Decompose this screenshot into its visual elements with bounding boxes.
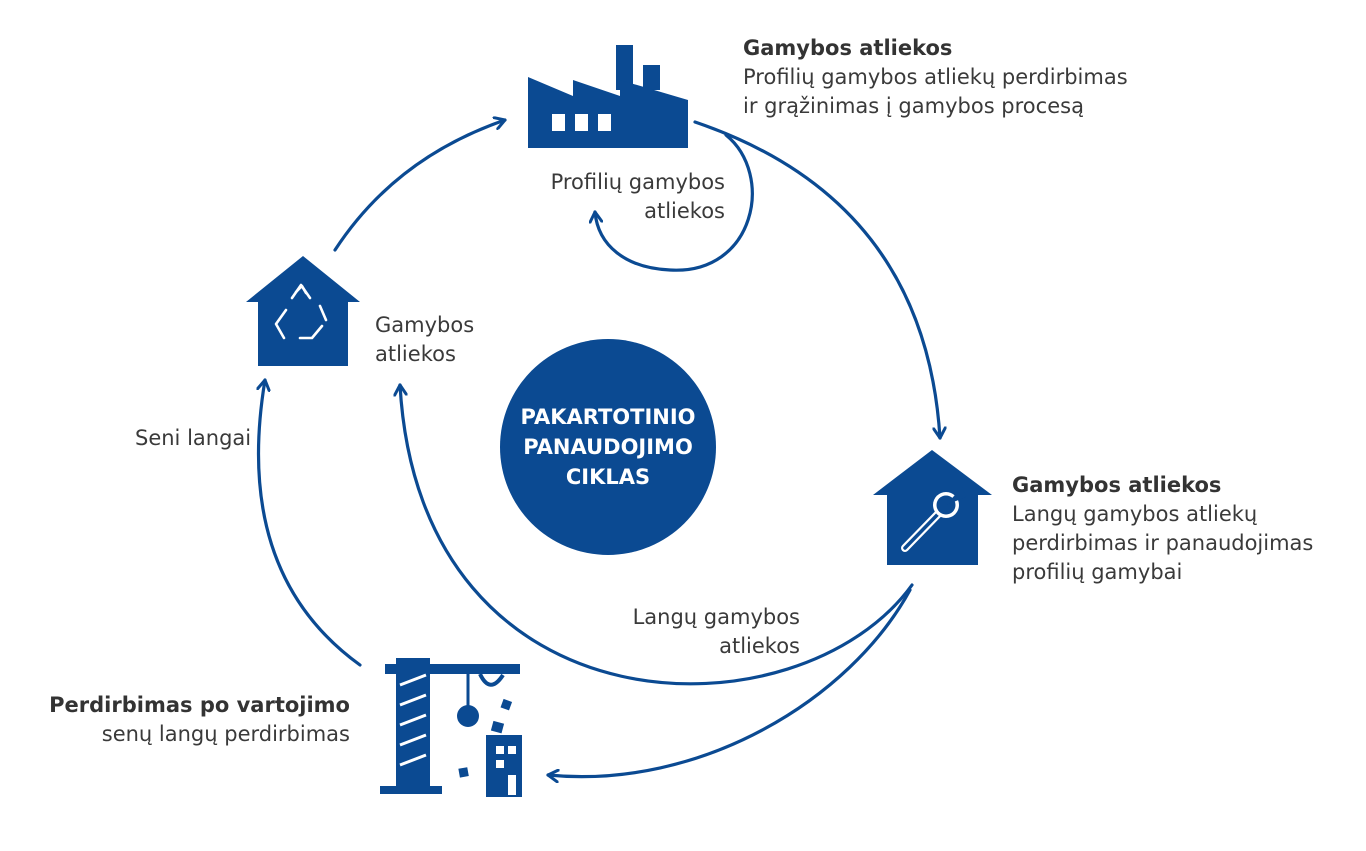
recycle-house-label: Gamybos atliekos [375,311,474,369]
arrow-window-house-to-demolition [546,588,912,777]
post-consumer-description: Perdirbimas po vartojimo senų langų perd… [20,691,350,749]
demolition-crane-icon [380,658,522,797]
window-waste-label-line1: Langų gamybos [632,605,800,629]
factory-description: Gamybos atliekos Profilių gamybos atliek… [743,34,1128,121]
center-title: PAKARTOTINIO PANAUDOJIMO CIKLAS [508,402,708,492]
window-waste-label-line2: atliekos [719,634,800,658]
factory-icon [528,45,688,148]
old-windows-label: Seni langai [135,426,252,450]
window-waste-label: Langų gamybos atliekos [600,603,800,661]
factory-loop-label-line2: atliekos [644,199,725,223]
arrow-factory-loop [595,133,754,272]
center-title-line1: PAKARTOTINIO [520,405,696,429]
center-title-line2: PANAUDOJIMO [523,435,693,459]
post-consumer-title: Perdirbimas po vartojimo [49,693,350,717]
arrow-window-house-to-recycle-house [400,383,914,686]
post-consumer-line1: senų langų perdirbimas [101,722,350,746]
factory-line1: Profilių gamybos atliekų perdirbimas [743,65,1128,89]
window-production-title: Gamybos atliekos [1012,473,1222,497]
window-production-line2: perdirbimas ir panaudojimas [1012,531,1314,555]
arrow-factory-to-window-house [693,120,940,440]
factory-line2: ir grąžinimas į gamybos procesą [743,94,1084,118]
arrow-house-to-factory [333,120,507,252]
window-production-description: Gamybos atliekos Langų gamybos atliekų p… [1012,471,1313,587]
center-title-line3: CIKLAS [565,465,651,489]
house-wrench-icon [873,450,992,565]
house-recycle-icon [246,256,360,366]
arrow-demolition-to-house [259,378,362,667]
recycle-house-label-line2: atliekos [375,342,456,366]
factory-loop-label: Profilių gamybos atliekos [520,168,725,226]
factory-title: Gamybos atliekos [743,36,953,60]
recycle-house-label-line1: Gamybos [375,313,475,337]
center-circle [500,339,716,555]
window-production-line1: Langų gamybos atliekų [1012,502,1258,526]
window-production-line3: profilių gamybai [1012,560,1183,584]
factory-loop-label-line1: Profilių gamybos [550,170,725,194]
